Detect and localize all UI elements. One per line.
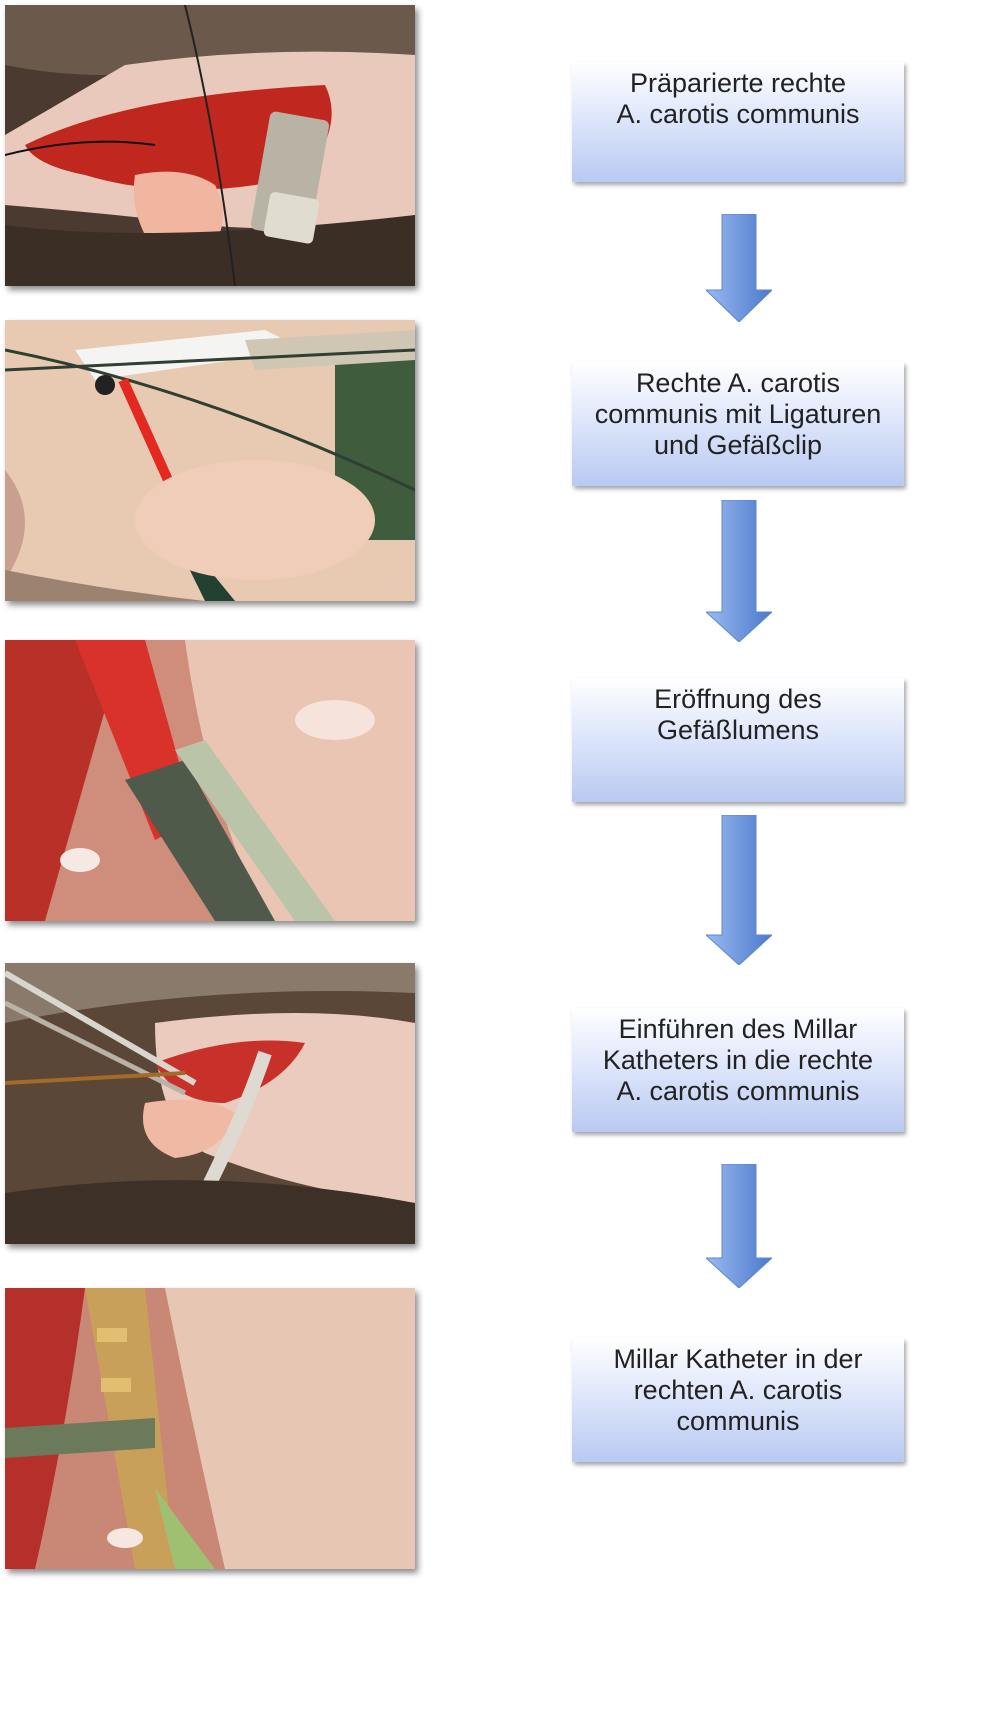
down-arrow-4	[706, 1164, 772, 1288]
down-arrow-1	[706, 214, 772, 322]
surgical-photo-3	[5, 640, 415, 921]
step-label-4: Einführen des Millar Katheters in die re…	[603, 1014, 873, 1107]
step-box-1: Präparierte rechte A. carotis communis	[572, 62, 904, 182]
step-label-1: Präparierte rechte A. carotis communis	[616, 68, 859, 130]
step-label-3: Eröffnung des Gefäßlumens	[654, 684, 822, 746]
step-box-4: Einführen des Millar Katheters in die re…	[572, 1008, 904, 1132]
step-box-5: Millar Katheter in der rechten A. caroti…	[572, 1338, 904, 1462]
surgical-photo-2	[5, 320, 415, 601]
surgical-photo-1	[5, 5, 415, 286]
surgical-photo-4	[5, 963, 415, 1244]
surgical-photo-5	[5, 1288, 415, 1569]
step-box-3: Eröffnung des Gefäßlumens	[572, 678, 904, 802]
step-label-2: Rechte A. carotis communis mit Ligaturen…	[595, 368, 882, 461]
down-arrow-3	[706, 815, 772, 965]
down-arrow-2	[706, 500, 772, 642]
step-label-5: Millar Katheter in der rechten A. caroti…	[613, 1344, 862, 1437]
step-box-2: Rechte A. carotis communis mit Ligaturen…	[572, 362, 904, 486]
